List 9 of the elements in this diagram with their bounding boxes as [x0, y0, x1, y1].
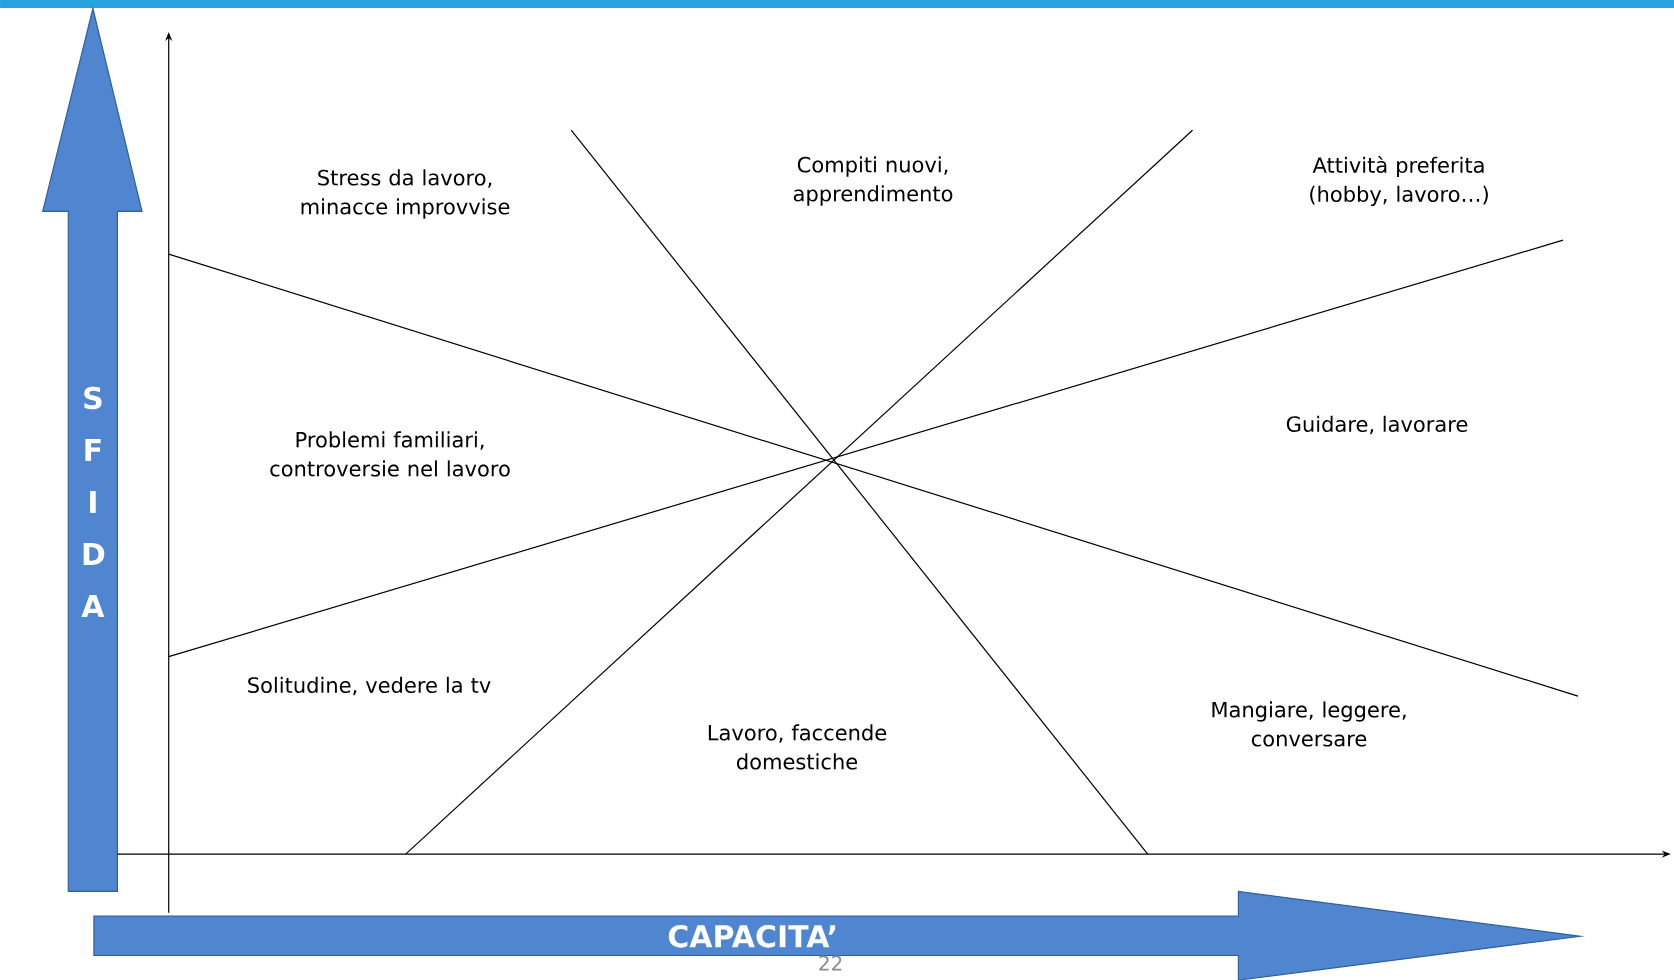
region-label: Attività preferita (hobby, lavoro…): [1310, 155, 1488, 207]
region-label: Guidare, lavorare: [1286, 415, 1468, 435]
region-label: Solitudine, vedere la tv: [248, 676, 491, 696]
region-label: Stress da lavoro, minacce improvvise: [301, 169, 510, 219]
region-label: Compiti nuovi, apprendimento: [793, 156, 953, 206]
region-label: Lavoro, faccende domestiche: [708, 724, 887, 770]
region-label: Problemi familiari, controversie nel lavoro: [270, 431, 510, 477]
region-label: Mangiare, leggere, conversare: [1212, 701, 1406, 747]
page-number: 22: [819, 955, 842, 971]
